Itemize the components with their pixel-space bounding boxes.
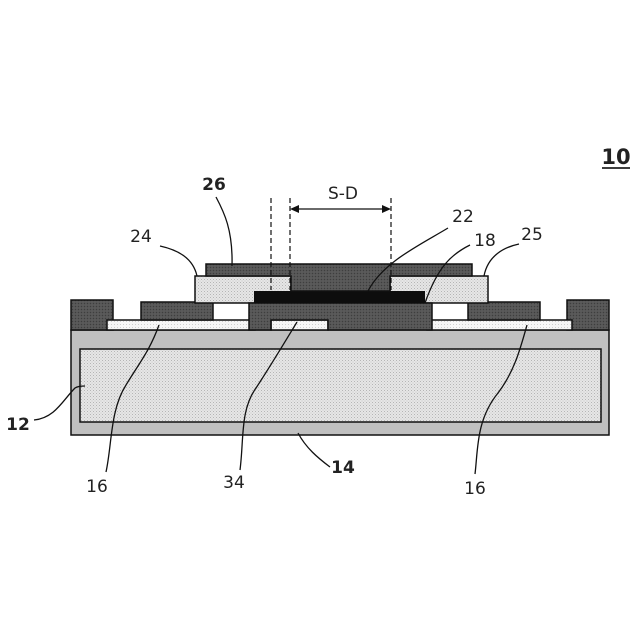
label-24: 24 [130, 227, 152, 247]
thin-electrode-34 [271, 320, 328, 330]
contact-pad-right [468, 302, 540, 320]
contact-pad-left [141, 302, 213, 320]
inner-region-12 [80, 349, 601, 422]
label-26: 26 [202, 175, 226, 195]
label-18: 18 [474, 231, 496, 251]
dimension-label: S-D [328, 184, 358, 204]
figure-number: 10 [601, 145, 630, 169]
label-12: 12 [6, 415, 30, 435]
dimension-arrowhead-left [290, 205, 299, 213]
thin-electrode-16-left [107, 320, 255, 330]
leader-24 [160, 246, 197, 276]
label-16-left: 16 [86, 477, 108, 497]
label-22: 22 [452, 207, 474, 227]
leader-14 [298, 433, 330, 467]
dimension-arrowhead-right [382, 205, 391, 213]
label-34: 34 [223, 473, 245, 493]
label-25: 25 [521, 225, 543, 245]
leader-26 [216, 197, 232, 266]
label-16-right: 16 [464, 479, 486, 499]
label-14: 14 [331, 458, 355, 478]
edge-block-right [567, 300, 609, 330]
layer-22 [254, 291, 425, 303]
thin-electrode-16-right [427, 320, 572, 330]
